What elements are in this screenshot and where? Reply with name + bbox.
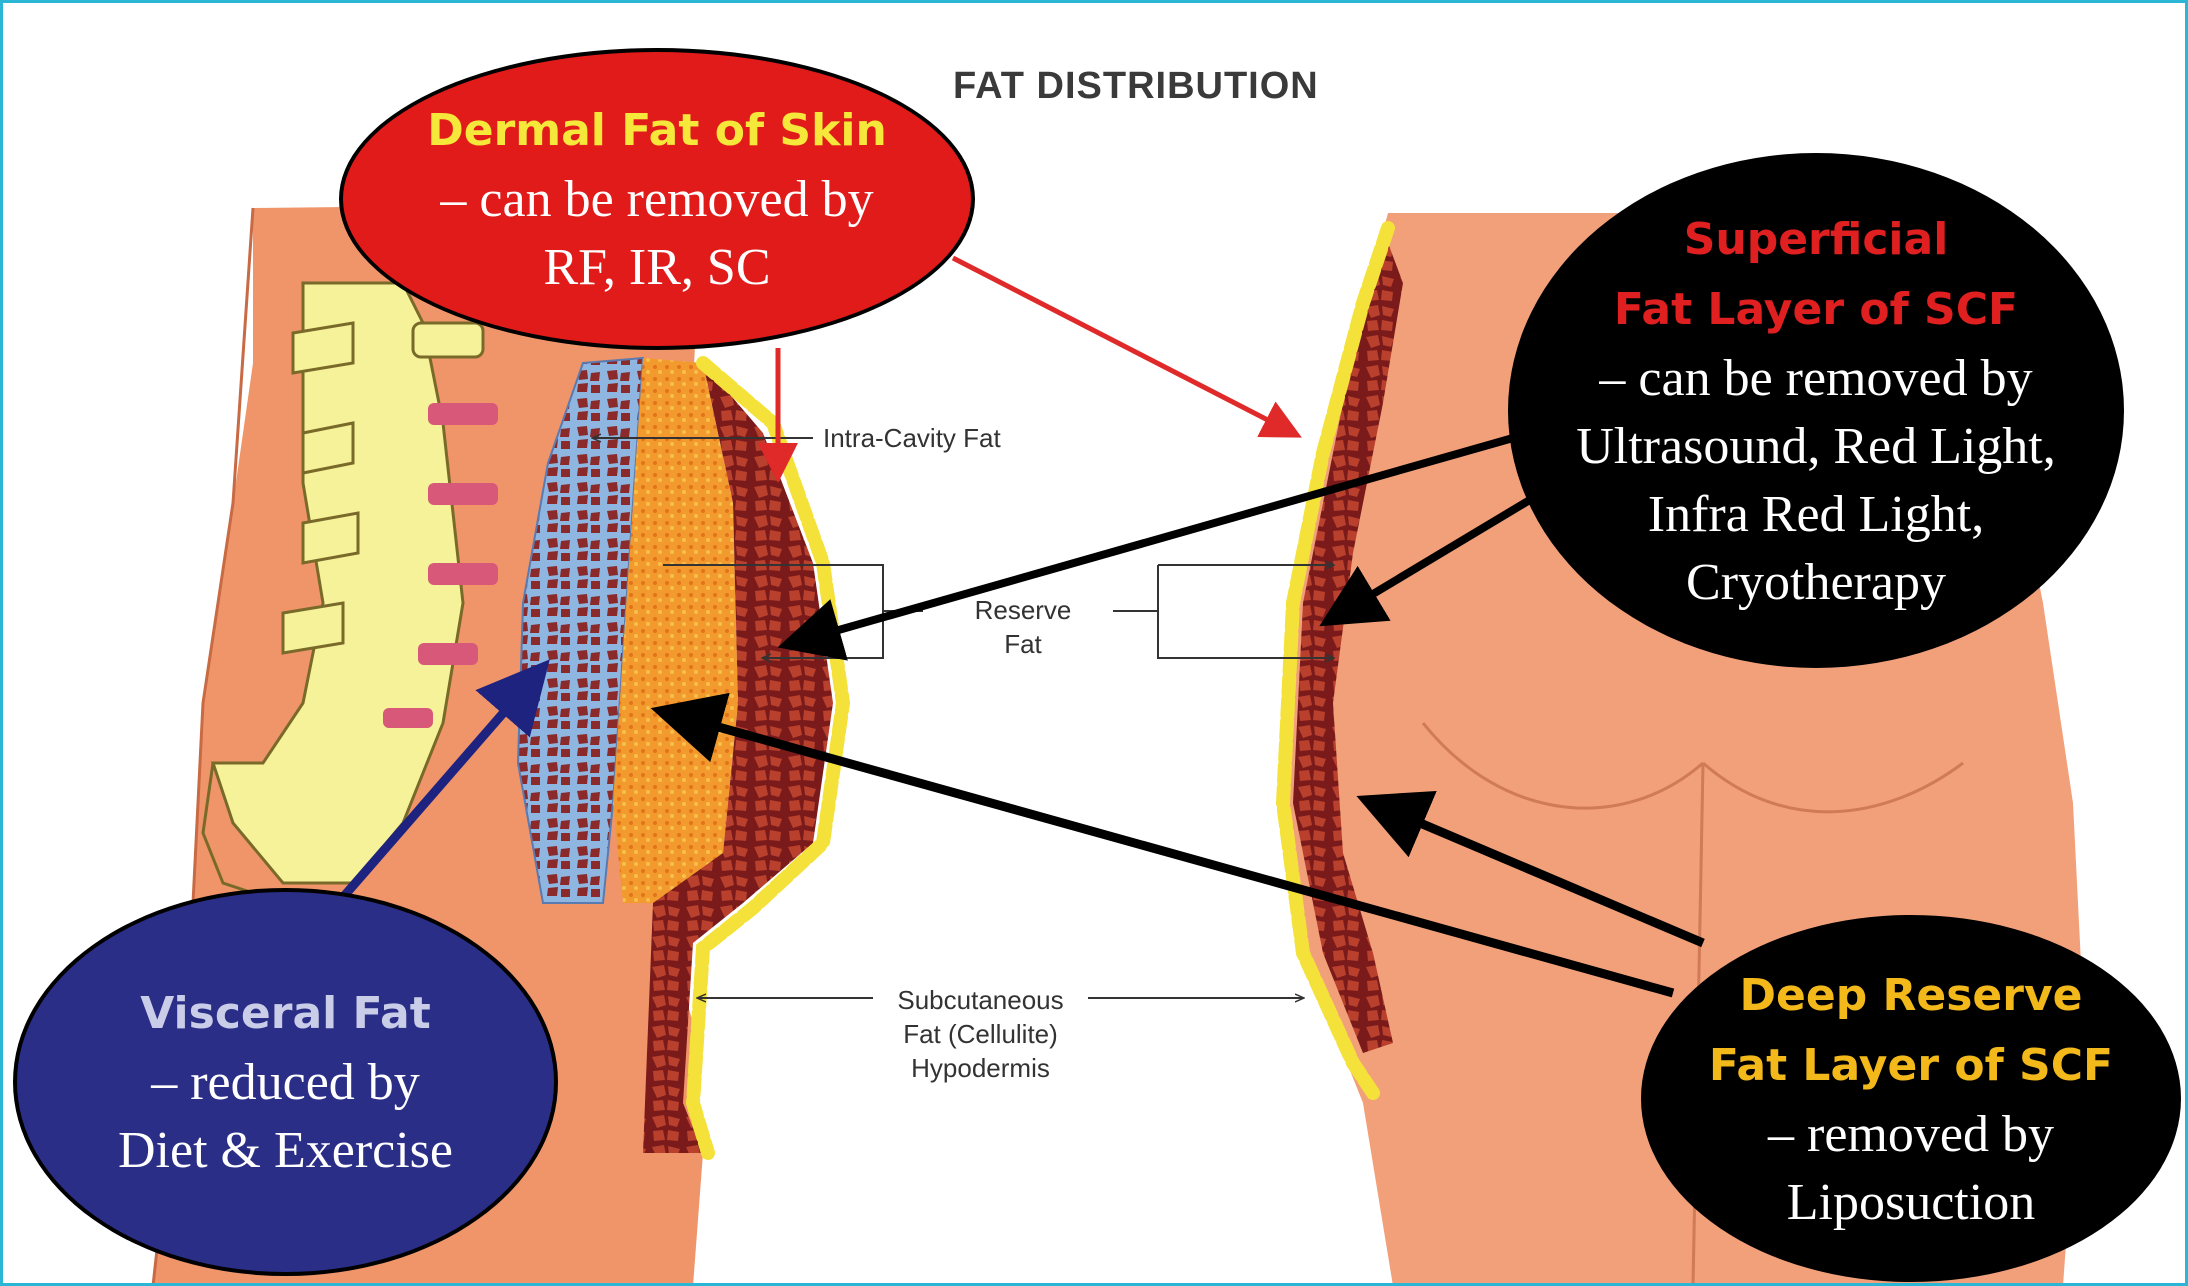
label-reserve-line1: Reserve [974, 595, 1072, 625]
deep-reserve-heading1: Deep Reserve [1739, 969, 2083, 1021]
pointer-arrows [334, 255, 1705, 998]
superficial-fat-line3: Infra Red Light, [1647, 485, 1985, 543]
label-reserve-line2: Fat [1004, 629, 1042, 659]
dermal-fat-line2: RF, IR, SC [543, 239, 771, 296]
visceral-fat-line2: Diet & Exercise [118, 1122, 453, 1179]
arrow-superficial-to-side [777, 434, 1515, 661]
superficial-fat-callout: Superficial Fat Layer of SCF – can be re… [1508, 153, 2124, 668]
visceral-fat-line1: – reduced by [151, 1054, 420, 1111]
superficial-fat-line2: Ultrasound, Red Light, [1576, 417, 2056, 475]
label-intra-cavity-fat: Intra-Cavity Fat [823, 423, 1001, 453]
arrow-dermal-to-back [951, 255, 1302, 438]
deep-reserve-line1: – removed by [1768, 1105, 2054, 1163]
visceral-fat-region [516, 356, 645, 904]
visceral-fat-heading: Visceral Fat [140, 988, 431, 1039]
subcutaneous-fat-region-side [613, 358, 833, 1153]
visceral-fat-callout: Visceral Fat – reduced by Diet & Exercis… [13, 888, 558, 1276]
arrow-deep-to-back [1356, 790, 1705, 948]
subcutaneous-fat-region-back [1293, 243, 1403, 1053]
superficial-fat-heading1: Superficial [1683, 213, 1949, 265]
label-subcut-line3: Hypodermis [911, 1053, 1050, 1083]
arrow-deep-to-side [650, 692, 1675, 998]
diagram-title: FAT DISTRIBUTION [953, 65, 1319, 107]
dermal-skin-edge-back [1275, 221, 1395, 1100]
deep-reserve-fat-callout: Deep Reserve Fat Layer of SCF – removed … [1641, 915, 2181, 1282]
dermal-fat-heading: Dermal Fat of Skin [427, 105, 887, 156]
label-subcut-line1: Subcutaneous [897, 985, 1064, 1015]
deep-reserve-heading2: Fat Layer of SCF [1708, 1039, 2114, 1091]
arrow-superficial-to-back [1319, 494, 1536, 627]
reserve-fat-region-side [613, 358, 738, 903]
superficial-fat-line1: – can be removed by [1599, 349, 2033, 407]
deep-reserve-line2: Liposuction [1786, 1173, 2036, 1231]
superficial-fat-heading2: Fat Layer of SCF [1613, 283, 2019, 335]
label-subcutaneous-fat: Subcutaneous Fat (Cellulite) Hypodermis [873, 983, 1088, 1085]
label-subcut-line2: Fat (Cellulite) [903, 1019, 1058, 1049]
dermal-fat-line1: – can be removed by [440, 171, 874, 228]
arrow-visceral [334, 659, 550, 906]
dermal-fat-callout: Dermal Fat of Skin – can be removed by R… [339, 48, 975, 350]
spine [201, 281, 498, 905]
superficial-fat-line4: Cryotherapy [1686, 553, 1946, 611]
label-reserve-fat: Reserve Fat [943, 593, 1103, 661]
